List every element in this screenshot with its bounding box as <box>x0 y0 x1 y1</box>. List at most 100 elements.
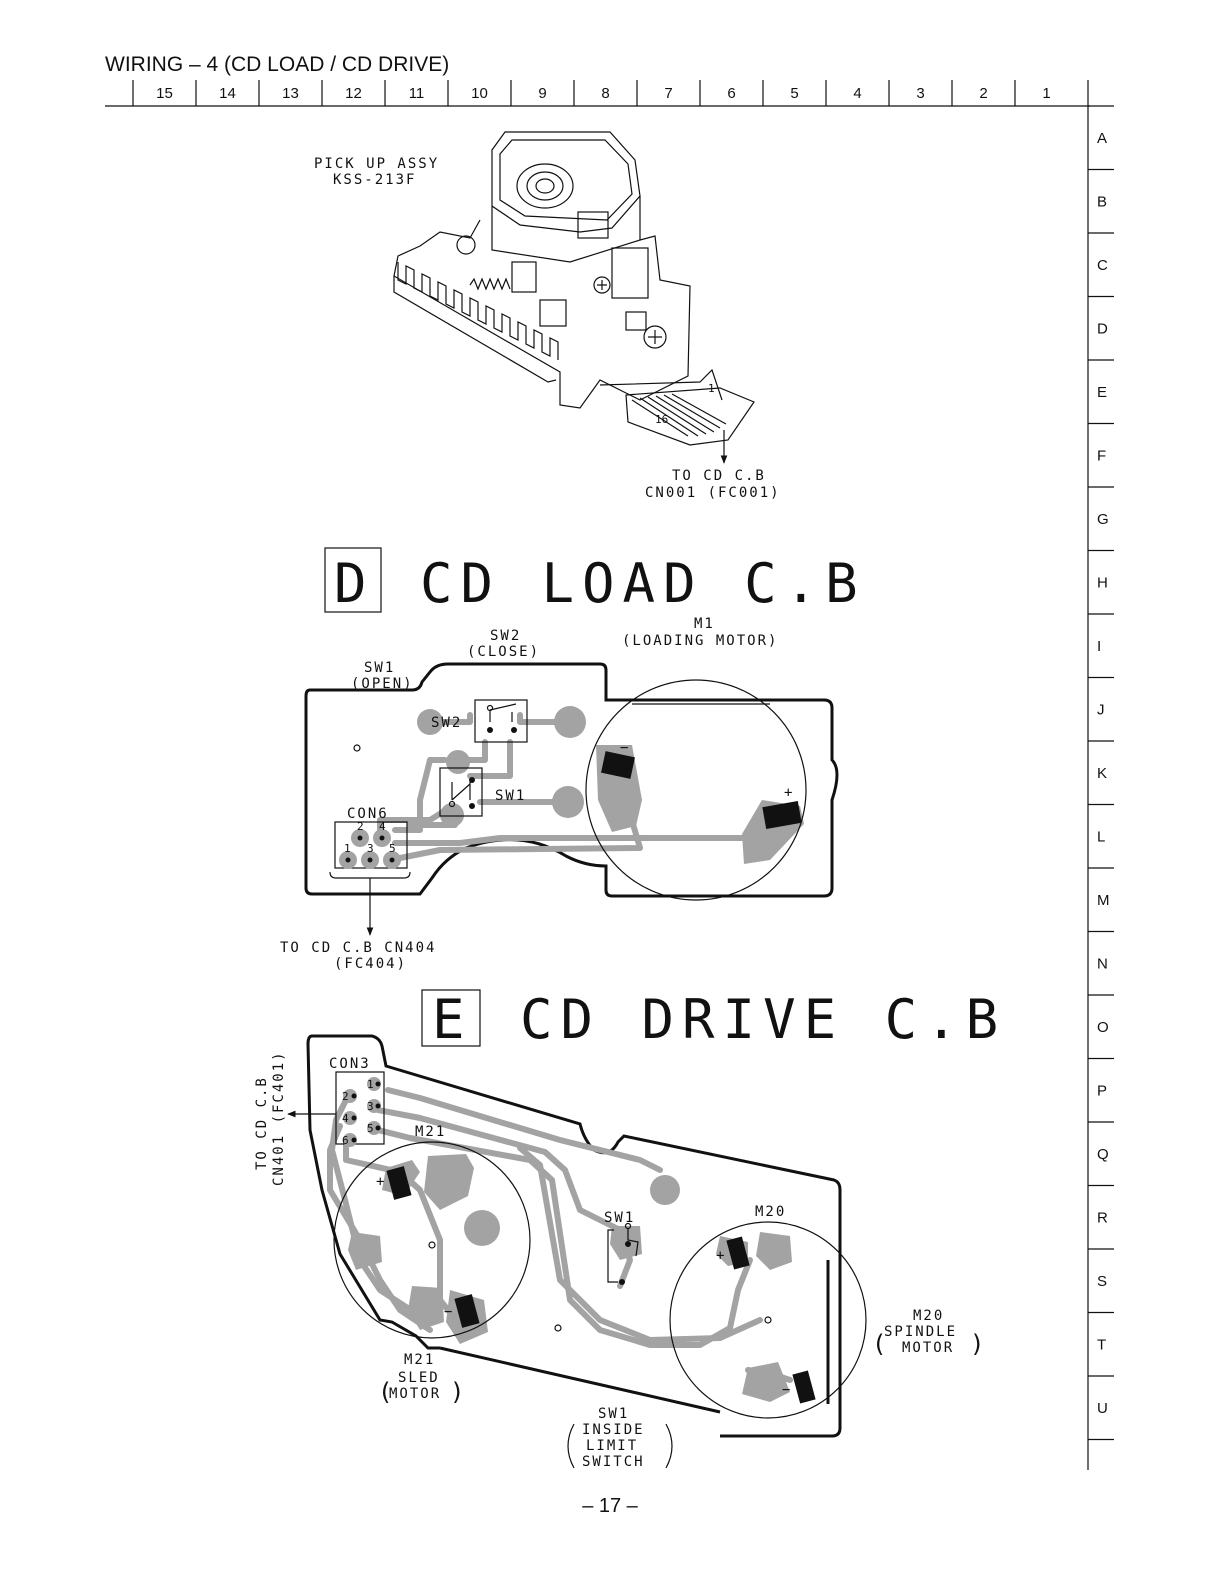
load-board-letter-box <box>324 547 382 613</box>
drive-board-section: E CD DRIVE C.B <box>254 988 998 1470</box>
con6-pin-5: 5 <box>389 842 396 855</box>
con3-pin-2: 2 <box>342 1090 349 1103</box>
load-board-outline <box>304 662 839 898</box>
loading-motor <box>585 679 807 901</box>
column-label-7: 7 <box>664 85 672 102</box>
m1-plus-terminal <box>762 801 802 829</box>
con3-pin-1: 1 <box>367 1078 374 1091</box>
column-label-15: 15 <box>156 85 173 102</box>
column-label-2: 2 <box>979 85 987 102</box>
sw1-contact <box>451 782 471 801</box>
sw1-switch <box>439 767 483 817</box>
load-board-title: CD LOAD C.B <box>420 552 866 615</box>
pickup-model: KSS-213F <box>333 172 416 188</box>
m1-label: M1 <box>694 616 715 632</box>
column-label-14: 14 <box>219 85 236 102</box>
row-label-L: L <box>1097 828 1105 845</box>
m1-minus: − <box>620 740 628 756</box>
sw1-paren-left <box>567 1423 575 1469</box>
con3-connector <box>335 1071 385 1145</box>
con3-pin-5: 5 <box>367 1122 374 1135</box>
sw1-paren-right <box>665 1423 673 1469</box>
drive-board-letter-box <box>421 989 481 1047</box>
row-label-E: E <box>1097 384 1107 401</box>
m21-plus-terminal <box>386 1166 412 1200</box>
m21-plus: + <box>376 1174 384 1190</box>
svg-text:(: ( <box>872 1330 886 1358</box>
row-label-K: K <box>1097 765 1107 782</box>
m20-minus: − <box>782 1382 790 1398</box>
m20-plus: + <box>716 1248 724 1264</box>
load-board-section: D CD LOAD C.B SW2 (CLOSE) SW1 (OPEN) M1 … <box>280 547 866 972</box>
column-label-5: 5 <box>790 85 798 102</box>
spindle-motor <box>669 1221 867 1419</box>
m21-board-label: M21 <box>415 1124 446 1140</box>
sw2-switch <box>474 699 528 743</box>
svg-text:(: ( <box>378 1378 392 1406</box>
m21-desc-1: SLED <box>398 1370 440 1386</box>
load-dest-1: TO CD C.B CN404 <box>280 940 436 956</box>
drive-sw1-switch <box>607 1228 639 1283</box>
sw1-desc: (OPEN) <box>351 676 414 692</box>
con3-pin-6: 6 <box>342 1134 349 1147</box>
pickup-name: PICK UP ASSY <box>314 156 439 172</box>
drive-board-letter: E <box>432 988 473 1051</box>
drive-pads <box>348 1154 792 1402</box>
column-label-6: 6 <box>727 85 735 102</box>
m21-desc-2: MOTOR <box>389 1386 441 1402</box>
con3-pin-3: 3 <box>367 1100 374 1113</box>
row-label-B: B <box>1097 193 1107 210</box>
row-label-P: P <box>1097 1082 1107 1099</box>
column-label-8: 8 <box>601 85 609 102</box>
m1-plus: + <box>784 785 792 801</box>
pickup-dest-2: CN001 (FC001) <box>645 485 781 501</box>
row-label-C: C <box>1097 257 1108 274</box>
con6-pads <box>339 829 401 869</box>
row-label-S: S <box>1097 1273 1107 1290</box>
page-number: – 17 – <box>582 1495 638 1517</box>
pickup-drawing <box>393 131 755 446</box>
m1-desc: (LOADING MOTOR) <box>622 633 778 649</box>
sw2-contact <box>489 703 517 722</box>
pickup-assembly: PICK UP ASSY KSS-213F <box>314 131 781 501</box>
m20-name: M20 <box>913 1308 944 1324</box>
drive-hole <box>554 1324 562 1332</box>
row-label-U: U <box>1097 1400 1108 1417</box>
m21-name: M21 <box>404 1352 435 1368</box>
drive-sw1-desc-1: INSIDE <box>582 1422 645 1438</box>
drive-sw1-name: SW1 <box>598 1406 629 1422</box>
row-label-O: O <box>1097 1019 1109 1036</box>
row-label-D: D <box>1097 320 1108 337</box>
pickup-dest-1: TO CD C.B <box>672 468 766 484</box>
m20-board-label: M20 <box>755 1204 786 1220</box>
drive-sw1-desc-3: SWITCH <box>582 1454 645 1470</box>
column-label-13: 13 <box>282 85 299 102</box>
con3-pins <box>343 1077 381 1147</box>
svg-text:): ) <box>450 1378 464 1406</box>
column-label-1: 1 <box>1042 85 1050 102</box>
m1-minus-terminal <box>601 751 635 779</box>
m20-plus-terminal <box>726 1236 750 1270</box>
pickup-pin-16: 16 <box>655 413 668 426</box>
load-hole <box>353 744 361 752</box>
row-label-G: G <box>1097 511 1109 528</box>
row-label-T: T <box>1097 1336 1106 1353</box>
drive-sw1-board-label: SW1 <box>604 1210 635 1226</box>
con6-pin-3: 3 <box>367 842 374 855</box>
con6-brace <box>329 871 411 879</box>
con6-label: CON6 <box>347 806 389 822</box>
column-label-9: 9 <box>538 85 546 102</box>
row-label-H: H <box>1097 574 1108 591</box>
column-label-4: 4 <box>853 85 861 102</box>
sw2-label: SW2 <box>490 628 521 644</box>
sw1-board-label: SW1 <box>495 788 526 804</box>
drive-sw1-desc-2: LIMIT <box>586 1438 638 1454</box>
m20-minus-terminal <box>792 1370 816 1404</box>
column-label-3: 3 <box>916 85 924 102</box>
row-label-Q: Q <box>1097 1146 1109 1163</box>
m20-desc-1: SPINDLE <box>884 1324 957 1340</box>
drive-dest-2: CN401 (FC401) <box>271 1050 287 1186</box>
